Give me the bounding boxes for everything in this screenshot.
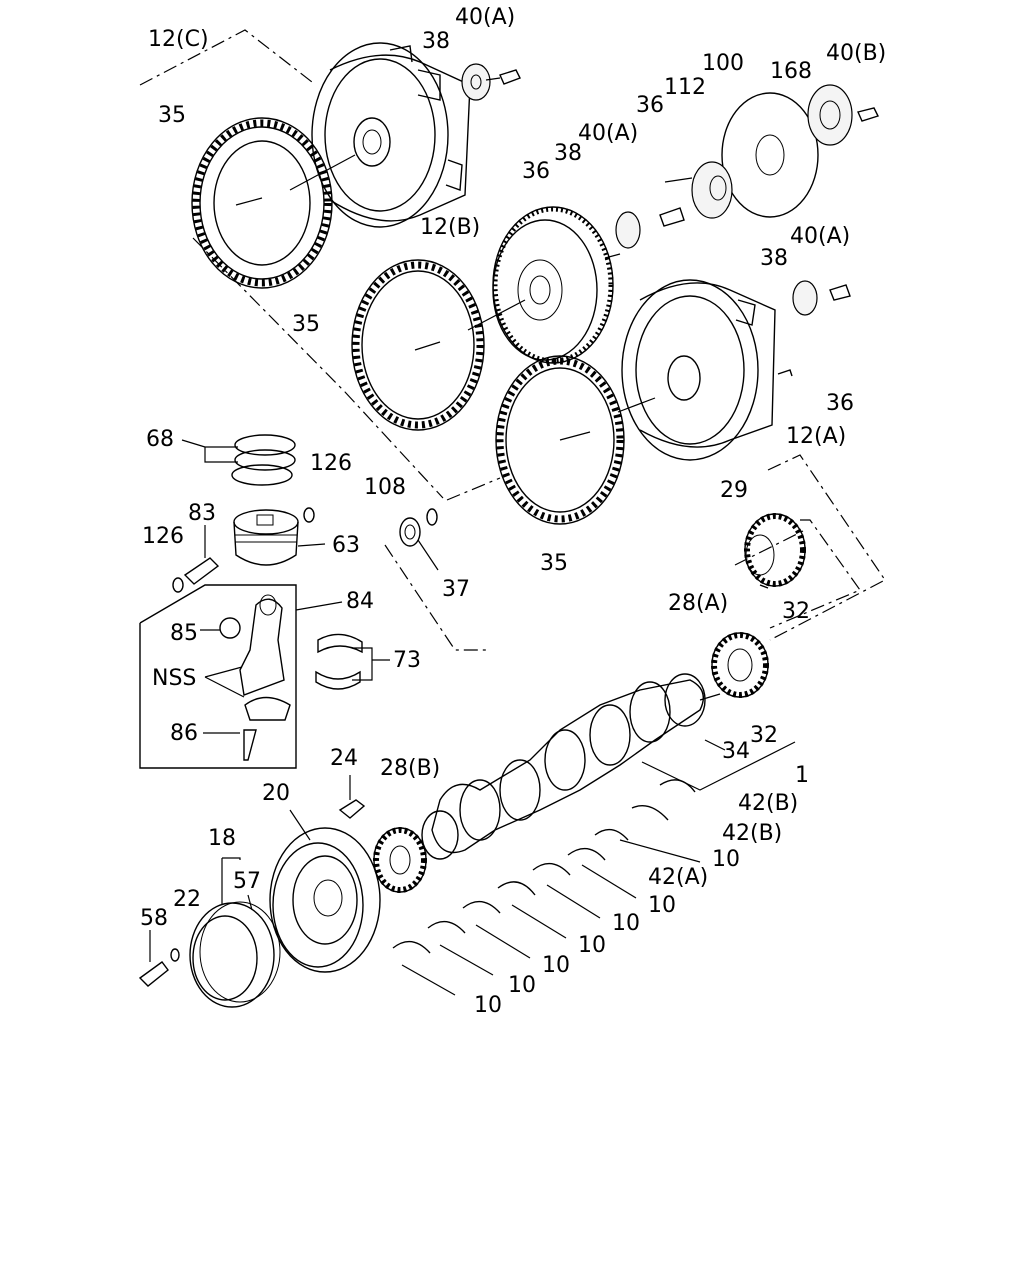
label-12c: 12(C) <box>148 27 209 52</box>
gear-28a <box>711 632 769 698</box>
label-24: 24 <box>330 746 358 771</box>
label-85: 85 <box>170 621 198 646</box>
label-108: 108 <box>364 475 406 500</box>
label-38: 38 <box>422 29 450 54</box>
gear-29 <box>744 513 806 589</box>
adapter-112 <box>664 161 733 219</box>
label-58: 58 <box>140 906 168 931</box>
label-12b: 12(B) <box>420 215 480 240</box>
ring-gear-35-top <box>191 117 356 289</box>
piston-rings-68 <box>181 434 296 486</box>
label-38: 38 <box>760 246 788 271</box>
washer-38-mid <box>604 207 685 259</box>
bolt-24 <box>338 775 366 819</box>
label-28a: 28(A) <box>668 591 728 616</box>
ring-gear-35-middle <box>351 259 526 431</box>
label-40a: 40(A) <box>455 5 515 30</box>
label-42a: 42(A) <box>648 865 708 890</box>
label-126: 126 <box>142 524 184 549</box>
flywheel-12b <box>492 206 614 364</box>
label-40a: 40(A) <box>790 224 850 249</box>
thrust-washers-42 <box>631 779 696 821</box>
label-35: 35 <box>292 312 320 337</box>
label-nss: NSS <box>152 666 196 691</box>
pilot-bearing-37 <box>399 517 439 571</box>
rod-bearings-73 <box>315 633 390 690</box>
label-28b: 28(B) <box>380 756 440 781</box>
flex-plate-100 <box>721 84 879 218</box>
label-40a: 40(A) <box>578 121 638 146</box>
crankshaft-1 <box>421 673 796 860</box>
label-1: 1 <box>795 763 809 788</box>
label-36: 36 <box>826 391 854 416</box>
label-10: 10 <box>474 993 502 1018</box>
label-29: 29 <box>720 478 748 503</box>
ring-gear-35-lower <box>495 355 656 525</box>
label-84: 84 <box>346 589 374 614</box>
label-36: 36 <box>522 159 550 184</box>
label-32: 32 <box>750 723 778 748</box>
label-38: 38 <box>554 141 582 166</box>
callout-labels: 12(C) 35 38 40(A) 100 168 40(B) 112 36 4… <box>140 5 886 1018</box>
label-57: 57 <box>233 869 261 894</box>
label-10: 10 <box>578 933 606 958</box>
label-37: 37 <box>442 577 470 602</box>
label-126: 126 <box>310 451 352 476</box>
label-10: 10 <box>712 847 740 872</box>
label-20: 20 <box>262 781 290 806</box>
piston-63 <box>233 507 326 566</box>
label-32: 32 <box>782 599 810 624</box>
label-35: 35 <box>158 103 186 128</box>
label-168: 168 <box>770 59 812 84</box>
label-40b: 40(B) <box>826 41 886 66</box>
flywheel-12a <box>621 279 851 461</box>
flywheel-12c <box>311 42 471 228</box>
label-10: 10 <box>648 893 676 918</box>
label-73: 73 <box>393 648 421 673</box>
label-68: 68 <box>146 427 174 452</box>
label-18: 18 <box>208 826 236 851</box>
piston-pin-83 <box>172 525 220 593</box>
label-86: 86 <box>170 721 198 746</box>
washer-38-top <box>461 63 521 101</box>
guide-lines <box>139 29 886 651</box>
label-83: 83 <box>188 501 216 526</box>
label-36: 36 <box>636 93 664 118</box>
main-bearings-10 <box>392 828 701 996</box>
damper-18 <box>189 857 281 1008</box>
label-34: 34 <box>722 739 750 764</box>
label-112: 112 <box>664 75 706 100</box>
label-35: 35 <box>540 551 568 576</box>
clip-108 <box>426 508 438 526</box>
label-10: 10 <box>612 911 640 936</box>
bolt-58 <box>138 930 180 987</box>
label-42b: 42(B) <box>738 791 798 816</box>
pulley-20 <box>269 809 381 973</box>
label-10: 10 <box>508 973 536 998</box>
label-42b: 42(B) <box>722 821 782 846</box>
label-22: 22 <box>173 887 201 912</box>
label-10: 10 <box>542 953 570 978</box>
label-100: 100 <box>702 51 744 76</box>
gear-28b <box>373 827 427 893</box>
label-12a: 12(A) <box>786 424 846 449</box>
label-63: 63 <box>332 533 360 558</box>
connecting-rod-box <box>139 584 343 769</box>
